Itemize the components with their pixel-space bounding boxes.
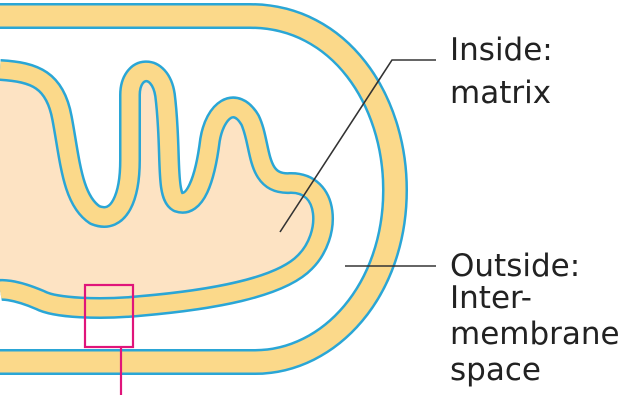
labels: Inside: matrix Outside: Inter- membrane …: [450, 32, 620, 388]
inner-membrane: [0, 70, 323, 308]
outside-label-line2: Inter-: [450, 280, 532, 316]
outside-label-line3: membrane: [450, 316, 620, 352]
inside-label-line2: matrix: [450, 75, 551, 111]
outside-label-line1: Outside:: [450, 248, 580, 284]
inside-label-line1: Inside:: [450, 32, 553, 68]
outside-label-line4: space: [450, 352, 541, 388]
